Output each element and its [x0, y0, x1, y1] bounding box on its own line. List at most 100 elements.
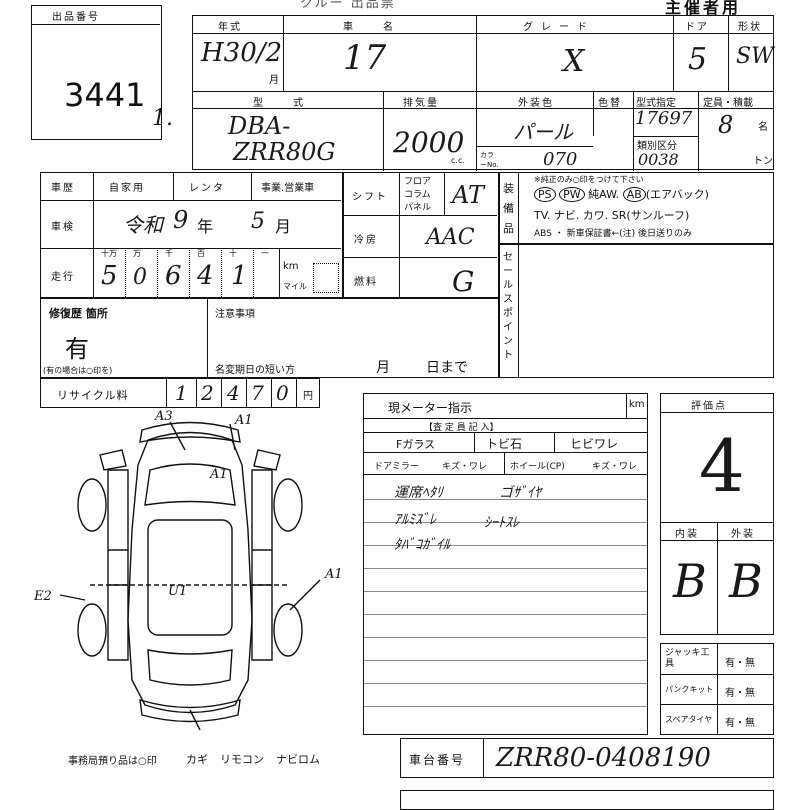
lot-number: 3441 — [64, 76, 146, 114]
color-change-label: 色替 — [598, 98, 622, 109]
mile-checkbox[interactable] — [313, 263, 339, 293]
capacity-value: 8 — [718, 111, 734, 139]
note-line: ｱﾙﾐｽﾞﾚ — [394, 512, 436, 528]
displacement-label: 排気量 — [403, 98, 439, 109]
wheel-label: ホイール(CP) — [510, 462, 565, 472]
equipment-block: 装備品 ※純正のみ○印をつけて下さい PS PW 純AW. AB(エアバック) … — [499, 172, 774, 244]
digit-header: 十 — [229, 249, 237, 258]
model-label: 車名 — [343, 22, 423, 33]
lot-label: 出品番号 — [52, 12, 100, 23]
mileage-digit: 6 — [165, 261, 182, 291]
displacement-value: 2000 — [393, 126, 465, 159]
inspection-label: 車検 — [51, 222, 75, 233]
year-value: H30/2 — [201, 38, 283, 68]
equipment-note: ※純正のみ○印をつけて下さい — [534, 175, 644, 184]
equip-ab: AB — [622, 187, 646, 202]
header-title: 主催者用 — [665, 0, 742, 17]
top-block: 年式 車名 グレード ドア 形状 H30/2 月 17 X 5 SW 型式 排気… — [192, 15, 774, 171]
mileage-digit: 1 — [231, 261, 248, 291]
history-rental: レンタ — [189, 183, 225, 194]
equip-aw: 純AW. — [588, 188, 620, 201]
class-value: 0038 — [638, 150, 679, 169]
fuel-label: 燃料 — [354, 277, 378, 288]
fuel-value: G — [452, 265, 475, 298]
repair-note: (有の場合は○印を) — [43, 366, 113, 375]
damage-mark: A1 — [324, 567, 343, 582]
recycle-label: リサイクル料 — [57, 389, 129, 402]
shift-option-floor: フロア — [404, 177, 432, 187]
type-spec-label: 型式指定 — [636, 98, 676, 109]
meter-unit: km — [629, 399, 645, 410]
model-code-line1: DBA- — [228, 112, 291, 140]
lot-box: 出品番号 3441 — [31, 5, 162, 140]
mileage-digit: 0 — [133, 265, 147, 290]
score-label: 評価点 — [691, 401, 727, 412]
capacity-label: 定員・積載 — [703, 98, 753, 109]
chassis-label: 車台番号 — [409, 753, 466, 767]
tool-value: 有・無 — [725, 718, 755, 729]
history-private: 自家用 — [109, 183, 145, 194]
office-keep-item: カギ — [186, 753, 208, 766]
ac-value: AAC — [426, 225, 475, 250]
sales-point-block: セールスポイント — [499, 244, 774, 378]
damage-mark: U1 — [168, 584, 187, 599]
year-label: 年式 — [218, 22, 242, 33]
note-line: 運席ﾍﾀﾘ — [394, 485, 443, 501]
sales-point-label: セールスポイント — [503, 252, 513, 361]
tool-label: スペアタイヤ — [665, 715, 713, 724]
inspection-year: 9 — [173, 206, 189, 234]
damage-mark: A1 — [234, 413, 253, 428]
digit-header: 千 — [165, 249, 173, 258]
digit-header: 百 — [197, 249, 205, 258]
color-label: 外装色 — [518, 98, 554, 109]
recycle-digit: 4 — [227, 381, 240, 405]
damage-mark: A3 — [154, 410, 173, 424]
tool-value: 有・無 — [725, 658, 755, 669]
equip-pw: PW — [559, 187, 585, 202]
mirror-label: ドアミラー — [374, 462, 419, 472]
shift-option-panel: パネル — [404, 203, 432, 213]
inspection-month: 5 — [251, 209, 265, 234]
body-type-label: 形状 — [738, 22, 762, 33]
interior-value: B — [673, 554, 707, 608]
doors-label: ドア — [685, 22, 709, 33]
recycle-block: リサイクル料 1 2 4 7 0 円 — [40, 378, 320, 408]
caution-expiry-label: 名変期日の短い方 — [215, 365, 295, 376]
repair-label: 修復歴 箇所 — [49, 307, 108, 320]
equipment-row1: PS PW 純AW. AB(エアバック) — [534, 186, 709, 202]
office-keep-item: リモコン — [220, 753, 264, 766]
equipment-label: 装備品 — [503, 182, 514, 235]
mileage-digit: 4 — [197, 261, 214, 291]
history-block: 車歴 自家用 レンタ 事業.営業車 車検 令和 9 年 5 月 走行 十万 万 … — [40, 172, 343, 298]
mirror-options: キズ・ワレ — [442, 462, 488, 472]
tool-value: 有・無 — [725, 688, 755, 699]
type-spec-value: 17697 — [635, 108, 693, 129]
car-diagram: A3 A1 A1 A1 E2 U1 — [33, 410, 343, 731]
body-type-value: SW — [736, 44, 774, 69]
interior-label: 内装 — [675, 529, 699, 540]
capacity-unit-ton: トン — [753, 156, 773, 167]
color-no-value: 070 — [543, 149, 578, 170]
repair-block: 修復歴 箇所 有 (有の場合は○印を) 注意事項 名変期日の短い方 月 日まで — [40, 298, 499, 378]
exterior-label: 外装 — [731, 529, 755, 540]
inspection-year-unit: 年 — [197, 217, 214, 236]
mileage-unit-mile: マイル — [283, 282, 307, 291]
caution-day: 日まで — [426, 360, 468, 376]
wheel-options: キズ・ワレ — [592, 462, 638, 472]
recycle-unit: 円 — [303, 391, 313, 402]
tool-label: ジャッキ工具 — [665, 648, 710, 669]
equipment-row3: ABS ・ 新車保証書←(注) 後日送りのみ — [534, 229, 693, 239]
digit-header: 十万 — [101, 249, 117, 258]
score-value: 4 — [699, 424, 745, 508]
color-value: パール — [513, 120, 573, 144]
inspector-label: 【査 定 員 記 入】 — [424, 423, 499, 433]
office-keep-item: ナビロム — [276, 753, 320, 766]
meter-label: 現メーター指示 — [388, 401, 473, 415]
damage-mark: E2 — [33, 589, 52, 604]
year-unit: 月 — [269, 75, 279, 86]
displacement-unit: c.c. — [451, 156, 465, 165]
chassis-block: 車台番号 ZRR80-0408190 — [400, 738, 774, 778]
recycle-digit: 0 — [276, 381, 289, 405]
history-label: 車歴 — [51, 183, 75, 194]
note-line: ﾀﾊﾞｺｶﾞｲﾙ — [394, 537, 450, 553]
